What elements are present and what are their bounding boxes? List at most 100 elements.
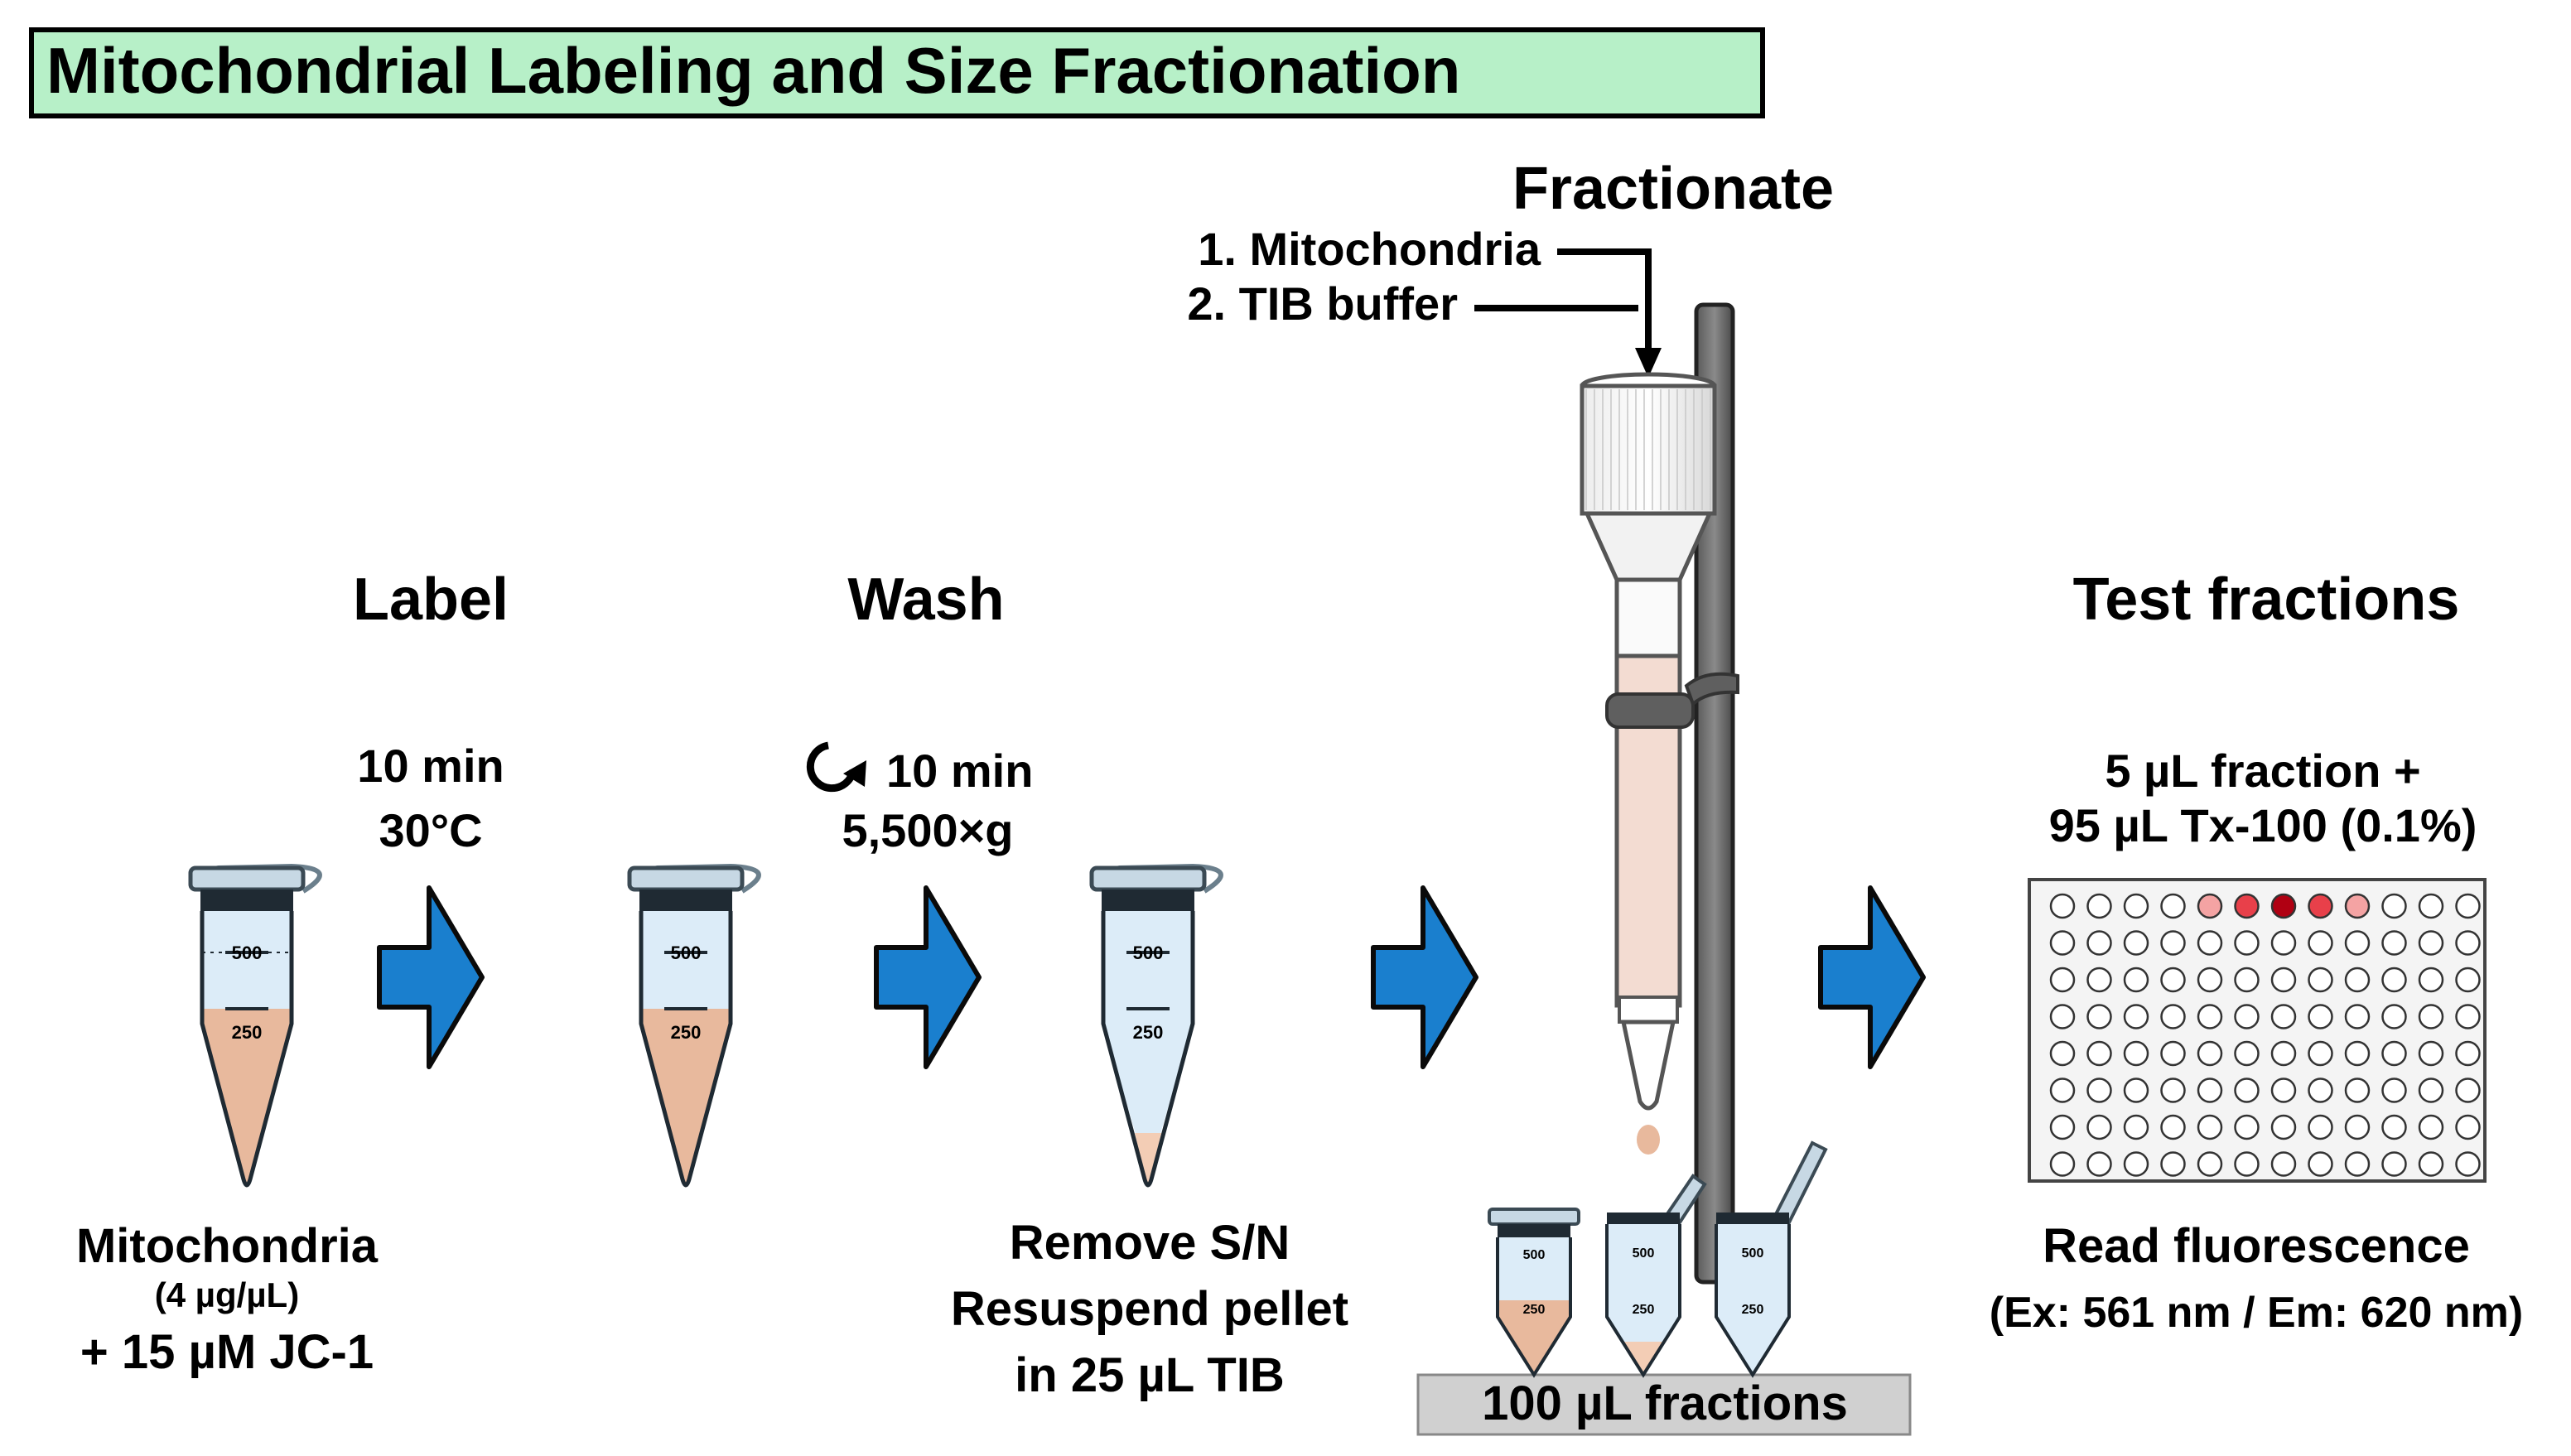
label-time: 10 min xyxy=(357,740,504,792)
plate-well xyxy=(2455,1004,2481,1029)
plate-well xyxy=(2234,893,2260,919)
caption-tib-volume: in 25 µL TIB xyxy=(1015,1348,1285,1402)
plate-well xyxy=(2418,1078,2444,1103)
plate-well xyxy=(2086,930,2112,956)
plate-well xyxy=(2270,1040,2297,1067)
plate-well xyxy=(2270,893,2297,919)
plate-well xyxy=(2086,1040,2112,1067)
wash-time: 10 min xyxy=(886,745,1033,797)
tube-mark-500: 500 xyxy=(671,943,702,963)
plate-well xyxy=(2086,893,2112,919)
plate-well xyxy=(2234,1040,2260,1067)
process-arrow xyxy=(1371,885,1478,1069)
plate-well xyxy=(2381,893,2407,919)
plate-well xyxy=(2123,1114,2149,1140)
plate-well xyxy=(2160,893,2186,919)
plate-well xyxy=(2197,930,2223,956)
tube-mitochondria-jc1: 500 250 xyxy=(188,863,322,1188)
plate-well xyxy=(2381,1114,2407,1140)
plate-well xyxy=(2344,967,2371,993)
plate-well xyxy=(2049,1004,2076,1029)
caption-remove-sn: Remove S/N xyxy=(1010,1216,1290,1270)
plate-well xyxy=(2418,1004,2444,1029)
plate-well xyxy=(2123,1151,2149,1177)
plate-well xyxy=(2049,1114,2076,1140)
plate-well xyxy=(2455,1151,2481,1177)
plate-well xyxy=(2308,1004,2333,1029)
plate-well xyxy=(2086,1114,2112,1140)
plate-well xyxy=(2344,1151,2371,1177)
plate-well xyxy=(2234,1004,2260,1029)
caption-jc1: + 15 µM JC-1 xyxy=(80,1325,374,1379)
read-fluorescence: Read fluorescence xyxy=(2043,1219,2470,1273)
plate-well xyxy=(2234,1151,2260,1177)
tube-mark-500: 500 xyxy=(232,943,263,963)
step-heading-label: Label xyxy=(353,566,509,633)
plate-well xyxy=(2270,1151,2297,1177)
process-arrow xyxy=(377,885,485,1069)
plate-well xyxy=(2418,1040,2444,1067)
fraction-tray: 100 µL fractions xyxy=(1416,1373,1912,1436)
tube-mark-500: 500 xyxy=(1633,1246,1655,1261)
plate-well xyxy=(2197,1078,2223,1103)
title-banner: Mitochondrial Labeling and Size Fraction… xyxy=(29,27,1765,118)
plate-well xyxy=(2381,930,2407,956)
plate-well xyxy=(2344,1004,2371,1029)
plate-well xyxy=(2381,1151,2407,1177)
caption-mitochondria: Mitochondria xyxy=(76,1219,379,1273)
plate-well xyxy=(2123,1040,2149,1067)
plate-well xyxy=(2123,1078,2149,1103)
step-heading-wash: Wash xyxy=(847,566,1004,633)
plate-well xyxy=(2234,930,2260,956)
plate-well xyxy=(2197,893,2223,919)
plate-well xyxy=(2049,1040,2076,1067)
plate-well xyxy=(2381,967,2407,993)
tube-mark-500: 500 xyxy=(1742,1246,1764,1261)
tube-labeled: 500 250 xyxy=(627,863,761,1188)
plate-well xyxy=(2197,967,2223,993)
plate-well xyxy=(2086,1151,2112,1177)
plate-well xyxy=(2455,1114,2481,1140)
load-arrow xyxy=(1474,248,1662,378)
fraction-tube-1: 500 250 xyxy=(1488,1208,1580,1378)
plate-well xyxy=(2160,1004,2186,1029)
plate-well xyxy=(2160,1151,2186,1177)
process-arrow xyxy=(1818,885,1926,1069)
plate-well xyxy=(2234,1078,2260,1103)
plate-well xyxy=(2123,893,2149,919)
plate-well xyxy=(2344,893,2371,919)
plate-well xyxy=(2270,967,2297,993)
plate-well xyxy=(2308,930,2333,956)
tube-pellet: 500 250 xyxy=(1089,863,1223,1188)
plate-well xyxy=(2344,1114,2371,1140)
eluate-drop xyxy=(1637,1125,1660,1155)
plate-well xyxy=(2418,967,2444,993)
recipe-line-2: 95 µL Tx-100 (0.1%) xyxy=(2049,799,2477,851)
label-temperature: 30°C xyxy=(379,804,482,856)
fraction-volume-label: 100 µL fractions xyxy=(1482,1376,1848,1430)
caption-resuspend: Resuspend pellet xyxy=(951,1282,1348,1336)
96-well-plate xyxy=(2028,878,2487,1183)
tube-mark-250: 250 xyxy=(1523,1303,1546,1317)
page-title: Mitochondrial Labeling and Size Fraction… xyxy=(46,34,1460,107)
plate-well xyxy=(2418,893,2444,919)
tube-mark-250: 250 xyxy=(232,1022,263,1043)
plate-well xyxy=(2160,1078,2186,1103)
plate-well xyxy=(2455,1078,2481,1103)
plate-well xyxy=(2049,967,2076,993)
plate-well xyxy=(2197,1040,2223,1067)
fraction-tube-3: 500 250 xyxy=(1715,1140,1828,1378)
plate-well xyxy=(2418,930,2444,956)
plate-well xyxy=(2455,930,2481,956)
plate-well xyxy=(2234,1114,2260,1140)
plate-well xyxy=(2308,1114,2333,1140)
plate-well xyxy=(2270,930,2297,956)
plate-well xyxy=(2308,1040,2333,1067)
wash-force: 5,500×g xyxy=(842,804,1013,856)
plate-well xyxy=(2381,1004,2407,1029)
plate-well xyxy=(2049,930,2076,956)
tube-mark-250: 250 xyxy=(1633,1303,1655,1317)
plate-well xyxy=(2049,1078,2076,1103)
plate-well xyxy=(2455,893,2481,919)
